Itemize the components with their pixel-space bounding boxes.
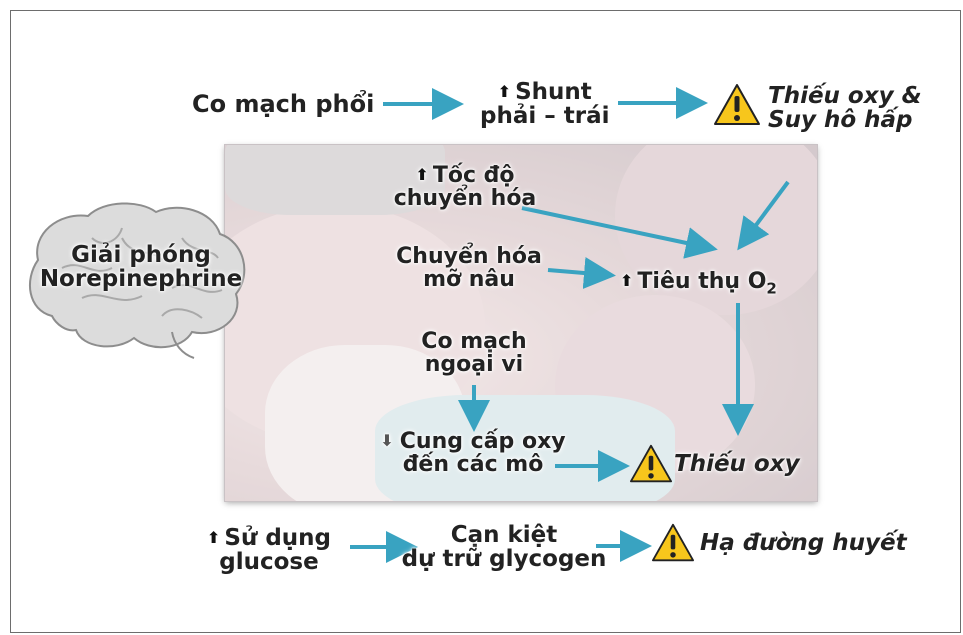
brown-fat-line2: mỡ nâu	[384, 268, 554, 291]
shunt-line2: phải – trái	[480, 104, 610, 128]
warning-icon	[650, 522, 696, 564]
o2-consumption-label: Tiêu thụ O2	[620, 270, 777, 297]
hypoxia-resp-line2: Suy hô hấp	[768, 108, 922, 132]
arrow-resp-to-o2	[742, 182, 788, 244]
oxygen-delivery-label: Cung cấp oxy đến các mô	[360, 430, 586, 476]
glycogen-line1: Cạn kiệt	[388, 523, 620, 547]
peripheral-vasoconstriction-label: Co mạch ngoại vi	[394, 330, 554, 376]
glucose-use-line1: Sử dụng	[196, 526, 342, 550]
hypoxia-resp-label: Thiếu oxy & Suy hô hấp	[768, 84, 922, 132]
shunt-label: Shunt phải – trái	[480, 80, 610, 128]
brown-fat-line1: Chuyển hóa	[384, 245, 554, 268]
metabolic-rate-line2: chuyển hóa	[382, 187, 548, 210]
glucose-use-line2: glucose	[196, 550, 342, 574]
glycogen-line2: dự trữ glycogen	[388, 547, 620, 571]
warning-icon	[628, 443, 674, 485]
hypoxia-resp-line1: Thiếu oxy &	[768, 84, 922, 108]
peripheral-line1: Co mạch	[394, 330, 554, 353]
o2-consumption-text: Tiêu thụ O	[620, 269, 766, 294]
brain-label: Giải phóng Norepinephrine	[36, 243, 246, 291]
metabolic-rate-label: Tốc độ chuyển hóa	[382, 164, 548, 210]
glucose-use-label: Sử dụng glucose	[196, 526, 342, 574]
warning-icon	[712, 82, 762, 128]
oxygen-delivery-line2: đến các mô	[360, 453, 586, 476]
peripheral-line2: ngoại vi	[394, 353, 554, 376]
glycogen-depletion-label: Cạn kiệt dự trữ glycogen	[388, 523, 620, 571]
brain-label-line1: Giải phóng	[36, 243, 246, 267]
hypoxia-label: Thiếu oxy	[674, 452, 800, 476]
shunt-line1: Shunt	[480, 80, 610, 104]
metabolic-rate-line1: Tốc độ	[382, 164, 548, 187]
pulm-vasoconstriction-label: Co mạch phổi	[192, 92, 374, 117]
o2-subscript: 2	[766, 279, 776, 297]
oxygen-delivery-line1: Cung cấp oxy	[360, 430, 586, 453]
brown-fat-label: Chuyển hóa mỡ nâu	[384, 245, 554, 291]
brain-label-line2: Norepinephrine	[36, 267, 246, 291]
arrow-metabolic-to-o2	[522, 208, 710, 248]
arrow-brownfat-to-o2	[548, 270, 608, 275]
hypoglycemia-label: Hạ đường huyết	[700, 531, 907, 555]
